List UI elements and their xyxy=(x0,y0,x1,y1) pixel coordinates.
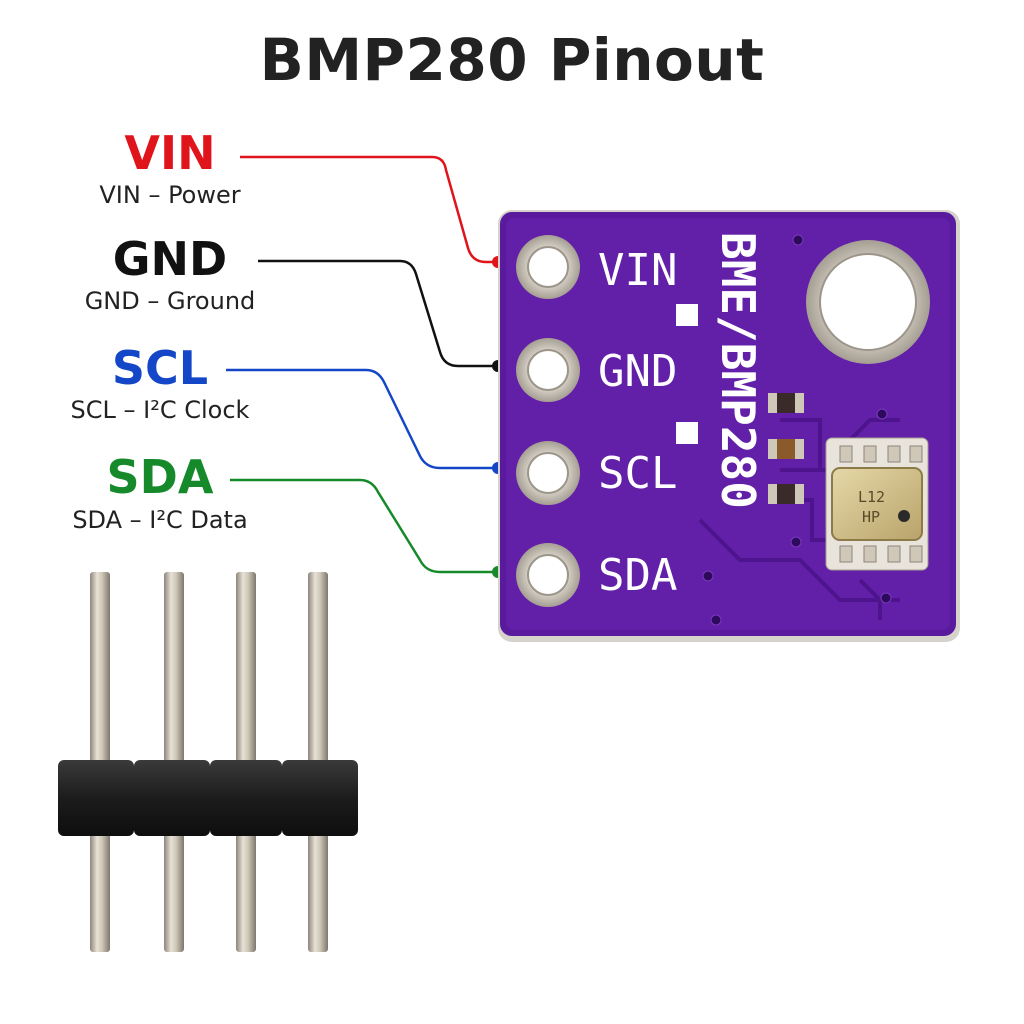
smd-capacitor xyxy=(768,484,804,504)
silk-marker xyxy=(676,304,698,326)
header-pin xyxy=(90,820,110,952)
header-pin xyxy=(236,820,256,952)
pin-header xyxy=(58,572,358,952)
silk-label-scl: SCL xyxy=(598,448,677,499)
connector-line-scl xyxy=(226,368,498,470)
chip-marking-line2: HP xyxy=(862,508,880,526)
sensor-chip: L12 HP xyxy=(825,437,929,571)
smd-capacitor xyxy=(768,393,804,413)
silk-label-vin: VIN xyxy=(598,245,677,296)
pin-description-sda: SDA – I²C Data xyxy=(72,506,248,534)
header-body xyxy=(58,760,358,836)
chip-marking-line1: L12 xyxy=(858,488,885,506)
header-pin xyxy=(90,572,110,772)
pad-sda xyxy=(516,543,580,607)
pin-label-sda: SDA xyxy=(106,450,214,504)
board-part-label: BME/BMP280 xyxy=(711,232,765,509)
header-pin xyxy=(164,820,184,952)
pad-vin xyxy=(516,235,580,299)
connector-line-vin xyxy=(240,155,498,264)
connector-line-gnd xyxy=(258,259,498,368)
smd-resistor xyxy=(768,439,804,459)
header-pin xyxy=(308,820,328,952)
pad-scl xyxy=(516,441,580,505)
pad-gnd xyxy=(516,338,580,402)
pin-description-vin: VIN – Power xyxy=(99,181,241,209)
pin-label-vin: VIN xyxy=(124,126,216,180)
pin-label-gnd: GND xyxy=(112,232,228,286)
header-pin xyxy=(308,572,328,772)
silk-label-gnd: GND xyxy=(598,346,677,397)
silk-marker xyxy=(676,422,698,444)
pin-label-scl: SCL xyxy=(111,341,209,395)
pin-description-scl: SCL – I²C Clock xyxy=(70,396,250,424)
silk-label-sda: SDA xyxy=(598,550,677,601)
connector-line-sda xyxy=(230,478,498,574)
mounting-hole xyxy=(806,240,930,364)
header-pin xyxy=(164,572,184,772)
page-title: BMP280 Pinout xyxy=(259,26,765,94)
pin-description-gnd: GND – Ground xyxy=(84,287,256,315)
header-pin xyxy=(236,572,256,772)
pcb-board: VIN GND SCL SDA BME/BMP280 xyxy=(498,210,960,642)
